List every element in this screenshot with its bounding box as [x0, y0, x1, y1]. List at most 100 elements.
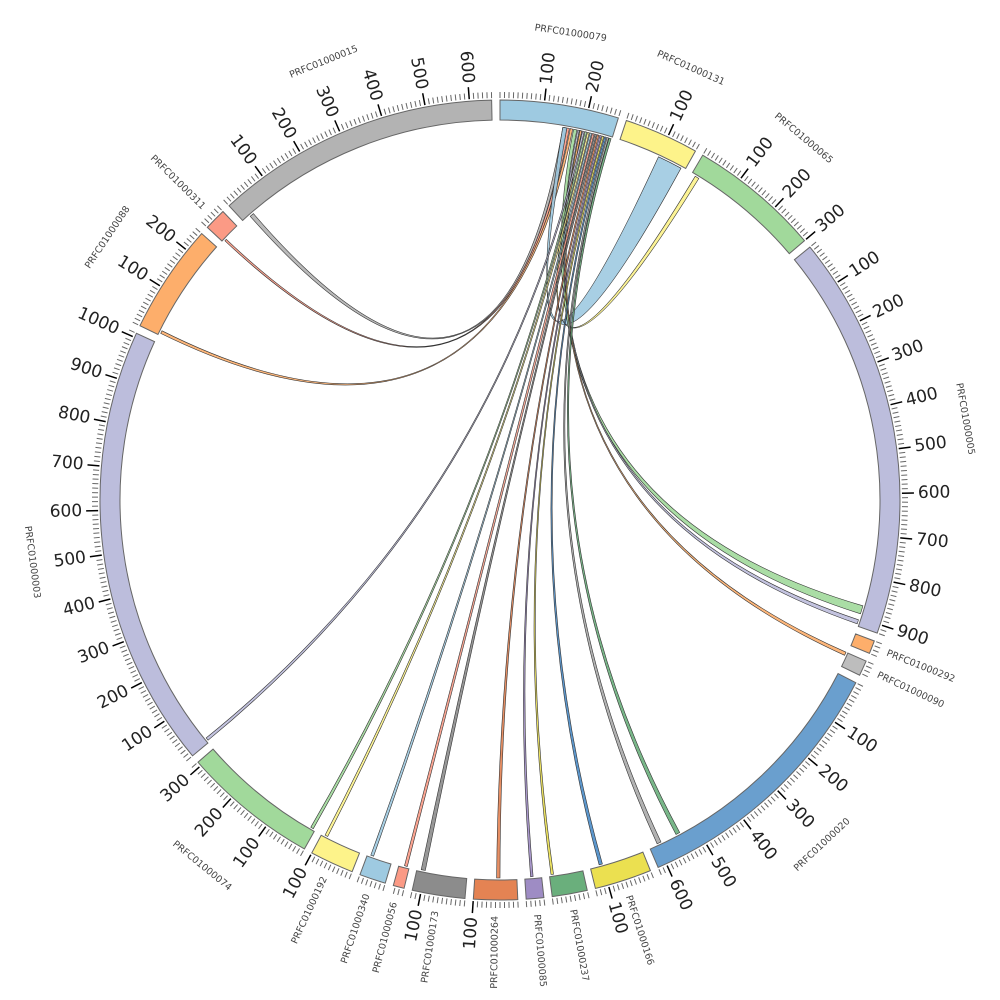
minor-tick: [733, 167, 738, 174]
minor-tick: [401, 890, 405, 897]
link-ribbon[interactable]: [324, 131, 590, 837]
major-tick: [706, 844, 714, 856]
tick-label: 400: [61, 593, 97, 620]
segment-label: PRFC01000131: [655, 49, 726, 88]
minor-tick: [324, 131, 328, 138]
link-ribbon[interactable]: [224, 127, 570, 348]
link-ribbon[interactable]: [496, 134, 600, 879]
tick-label: 700: [915, 529, 949, 552]
segment-PRFC01000166[interactable]: [590, 851, 652, 890]
minor-tick: [98, 424, 105, 427]
link-ribbon[interactable]: [310, 131, 588, 830]
major-tick: [471, 901, 474, 914]
minor-tick: [101, 411, 108, 414]
minor-tick: [161, 270, 168, 275]
minor-tick: [861, 321, 868, 326]
minor-tick: [169, 259, 176, 264]
segment-PRFC01000005[interactable]: [793, 246, 901, 634]
major-tick: [587, 96, 593, 109]
minor-tick: [889, 599, 896, 602]
minor-tick: [151, 709, 158, 714]
minor-tick: [373, 882, 377, 889]
minor-tick: [164, 728, 170, 733]
minor-tick: [799, 767, 805, 773]
minor-tick: [265, 165, 270, 171]
minor-tick: [855, 309, 862, 314]
minor-tick: [674, 861, 679, 868]
minor-tick: [397, 889, 400, 896]
minor-tick: [258, 823, 263, 830]
minor-tick: [643, 118, 647, 125]
minor-tick: [813, 750, 819, 756]
segment-PRFC01000264[interactable]: [472, 878, 519, 901]
segment-PRFC01000088[interactable]: [139, 232, 218, 336]
minor-tick: [534, 900, 537, 907]
minor-tick: [899, 541, 906, 544]
segment-PRFC01000085[interactable]: [524, 877, 545, 900]
link-ribbon[interactable]: [563, 137, 662, 845]
link-ribbon[interactable]: [370, 132, 592, 857]
minor-tick: [344, 871, 348, 878]
minor-tick: [109, 380, 116, 384]
minor-tick: [896, 564, 903, 566]
segment-PRFC01000090[interactable]: [840, 652, 867, 676]
minor-tick: [247, 815, 252, 821]
segment-PRFC01000020[interactable]: [649, 672, 857, 869]
minor-tick: [120, 350, 127, 354]
link-ribbon[interactable]: [205, 130, 585, 741]
major-tick: [93, 418, 106, 423]
segment-PRFC01000311[interactable]: [206, 210, 238, 242]
segment-PRFC01000079[interactable]: [499, 99, 620, 138]
tick-label: 700: [50, 452, 84, 475]
major-tick: [421, 93, 426, 106]
minor-tick: [441, 897, 444, 904]
minor-tick: [899, 546, 906, 548]
minor-tick: [786, 780, 792, 786]
segment-PRFC01000074[interactable]: [197, 748, 315, 850]
link-ribbon[interactable]: [564, 130, 847, 656]
minor-tick: [378, 883, 381, 890]
minor-tick: [316, 135, 320, 142]
minor-tick: [865, 665, 872, 669]
minor-tick: [626, 112, 630, 119]
link-ribbon[interactable]: [550, 136, 607, 866]
minor-tick: [140, 305, 147, 310]
link-ribbon[interactable]: [567, 137, 681, 835]
link-ribbon[interactable]: [560, 128, 864, 615]
minor-tick: [102, 589, 109, 593]
minor-tick: [223, 199, 229, 205]
segment-PRFC01000340[interactable]: [359, 855, 392, 884]
minor-tick: [713, 839, 718, 846]
minor-tick: [159, 274, 165, 279]
minor-tick: [284, 152, 289, 159]
link-ribbon[interactable]: [404, 133, 595, 867]
link-ribbon[interactable]: [523, 135, 602, 878]
minor-tick: [874, 350, 881, 354]
link-ribbon[interactable]: [420, 133, 597, 871]
segment-PRFC01000292[interactable]: [850, 633, 875, 655]
link-ribbon[interactable]: [563, 129, 859, 625]
minor-tick: [722, 160, 727, 166]
minor-tick: [707, 150, 712, 157]
segment-PRFC01000237[interactable]: [549, 870, 588, 898]
minor-tick: [696, 143, 700, 150]
link-ribbon[interactable]: [160, 128, 574, 386]
segment-PRFC01000015[interactable]: [228, 99, 493, 222]
segment-PRFC01000003[interactable]: [99, 332, 209, 757]
minor-tick: [276, 836, 281, 843]
minor-tick: [200, 773, 206, 778]
tick-label: 200: [583, 58, 610, 94]
segment-PRFC01000065[interactable]: [691, 154, 806, 255]
link-ribbon[interactable]: [533, 135, 605, 875]
tick-label: 500: [406, 56, 432, 92]
minor-tick: [223, 795, 228, 801]
minor-tick: [331, 866, 336, 873]
segment-PRFC01000192[interactable]: [311, 834, 361, 873]
minor-tick: [676, 133, 680, 140]
segment-PRFC01000131[interactable]: [619, 119, 697, 170]
minor-tick: [698, 849, 703, 855]
segment-PRFC01000056[interactable]: [392, 865, 410, 889]
minor-tick: [829, 266, 836, 272]
segment-PRFC01000173[interactable]: [411, 870, 468, 900]
minor-tick: [360, 877, 364, 884]
